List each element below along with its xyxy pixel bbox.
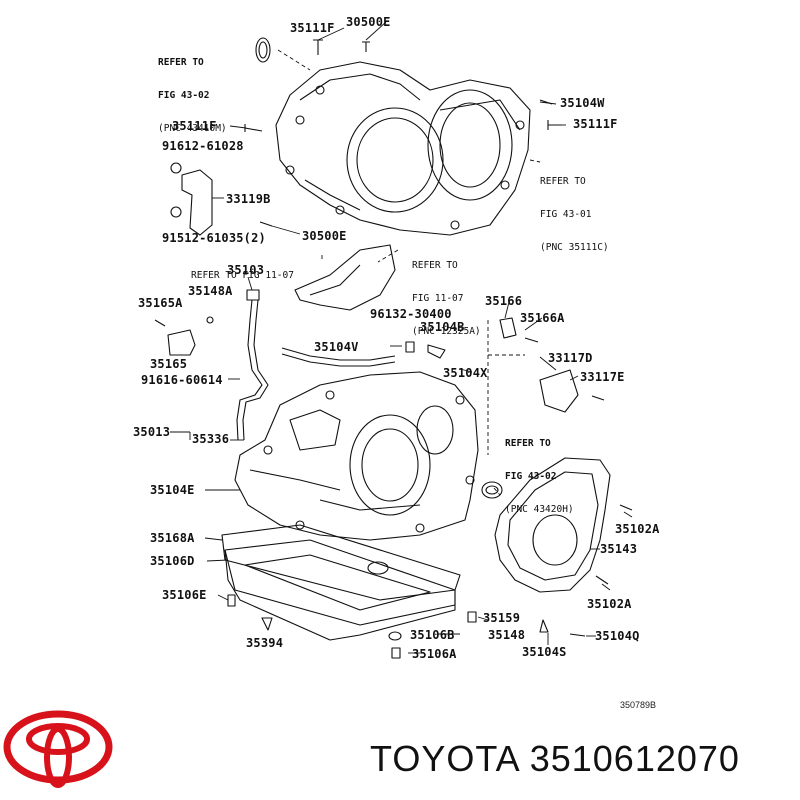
- label-35166a: 35166A: [520, 311, 565, 325]
- label-35013: 35013: [133, 425, 171, 439]
- reference-fig-11-07-left: REFER TO FIG 11-07: [191, 248, 294, 292]
- hose-35104v-drawing: [281, 347, 396, 361]
- label-35104v: 35104V: [314, 340, 359, 354]
- label-35102a-bottom: 35102A: [587, 597, 632, 611]
- label-35111f-right: 35111F: [573, 117, 618, 131]
- label-35104w: 35104W: [560, 96, 605, 110]
- label-35143: 35143: [600, 542, 638, 556]
- label-35104b: 35104B: [420, 320, 465, 334]
- label-35168a: 35168A: [150, 531, 195, 545]
- bracket-drawing: [181, 169, 213, 236]
- label-35159: 35159: [483, 611, 521, 625]
- oil-pan-drawing: [224, 539, 456, 641]
- part-number: 3510612070: [529, 738, 740, 779]
- label-33119b: 33119B: [226, 192, 271, 206]
- reference-line: REFER TO: [158, 57, 204, 68]
- reference-line: FIG 11-07: [412, 293, 464, 304]
- label-35106e: 35106E: [162, 588, 207, 602]
- label-35104q: 35104Q: [595, 629, 640, 643]
- seal-mid-drawing: [481, 481, 503, 499]
- label-35111f-left: 35111F: [172, 119, 217, 133]
- label-35106d: 35106D: [150, 554, 195, 568]
- label-35148: 35148: [488, 628, 526, 642]
- diagram-code: 350789B: [620, 700, 657, 710]
- bracket-33117-drawing: [539, 369, 579, 413]
- label-91616-60614: 91616-60614: [141, 373, 223, 387]
- label-33117e: 33117E: [580, 370, 625, 384]
- dipstick-tube-drawing: [236, 299, 263, 441]
- label-30500e-mid: 30500E: [302, 229, 347, 243]
- label-35104s: 35104S: [522, 645, 567, 659]
- reference-fig-11-07-right: REFER TO FIG 11-07 (PNC 12325A): [412, 238, 481, 348]
- reference-fig-43-02-bottom: REFER TO FIG 43-02 (PNC 43420H): [505, 416, 574, 526]
- label-35166: 35166: [485, 294, 523, 308]
- label-35148a: 35148A: [188, 284, 233, 298]
- label-96132-30400: 96132-30400: [370, 307, 452, 321]
- reference-line: (PNC 12325A): [412, 326, 481, 337]
- reference-fig-43-01: REFER TO FIG 43-01 (PNC 35111C): [540, 154, 609, 264]
- reference-line: FIG 43-02: [505, 471, 557, 482]
- label-35111f-top: 35111F: [290, 21, 335, 35]
- label-33117d: 33117D: [548, 351, 593, 365]
- label-35165a: 35165A: [138, 296, 183, 310]
- reference-line: FIG 43-01: [540, 209, 592, 220]
- label-35104e: 35104E: [150, 483, 195, 497]
- label-91512-61035: 91512-61035(2): [162, 231, 266, 245]
- label-35102a-top: 35102A: [615, 522, 660, 536]
- label-35106a: 35106A: [412, 647, 457, 661]
- reference-fig-43-02-top: REFER TO FIG 43-02 (PNC 43410M): [158, 35, 227, 145]
- reference-line: REFER TO: [540, 176, 586, 187]
- brand-name: TOYOTA: [370, 738, 519, 779]
- label-35165: 35165: [150, 357, 188, 371]
- brand-part-title: TOYOTA 3510612070: [370, 738, 740, 780]
- label-35106b: 35106B: [410, 628, 455, 642]
- label-91612-61028: 91612-61028: [162, 139, 244, 153]
- reference-line: (PNC 43410M): [158, 123, 227, 134]
- reference-line: REFER TO: [505, 438, 551, 449]
- bell-housing-drawing: [275, 61, 531, 236]
- transaxle-case-drawing: [234, 371, 479, 541]
- seal-top-drawing: [255, 37, 271, 63]
- toyota-logo: [3, 710, 113, 788]
- reference-line: (PNC 35111C): [540, 242, 609, 253]
- label-35336: 35336: [192, 432, 230, 446]
- label-35103: 35103: [227, 263, 265, 277]
- label-30500e-top: 30500E: [346, 15, 391, 29]
- reference-line: REFER TO FIG 11-07: [191, 270, 294, 281]
- reference-line: FIG 43-02: [158, 90, 210, 101]
- reference-line: (PNC 43420H): [505, 504, 574, 515]
- label-35394: 35394: [246, 636, 284, 650]
- side-cover-drawing: [494, 457, 611, 593]
- reference-line: REFER TO: [412, 260, 458, 271]
- label-35104x: 35104X: [443, 366, 488, 380]
- bracket-12325a-drawing: [294, 244, 396, 311]
- bracket-35165-drawing: [167, 329, 196, 356]
